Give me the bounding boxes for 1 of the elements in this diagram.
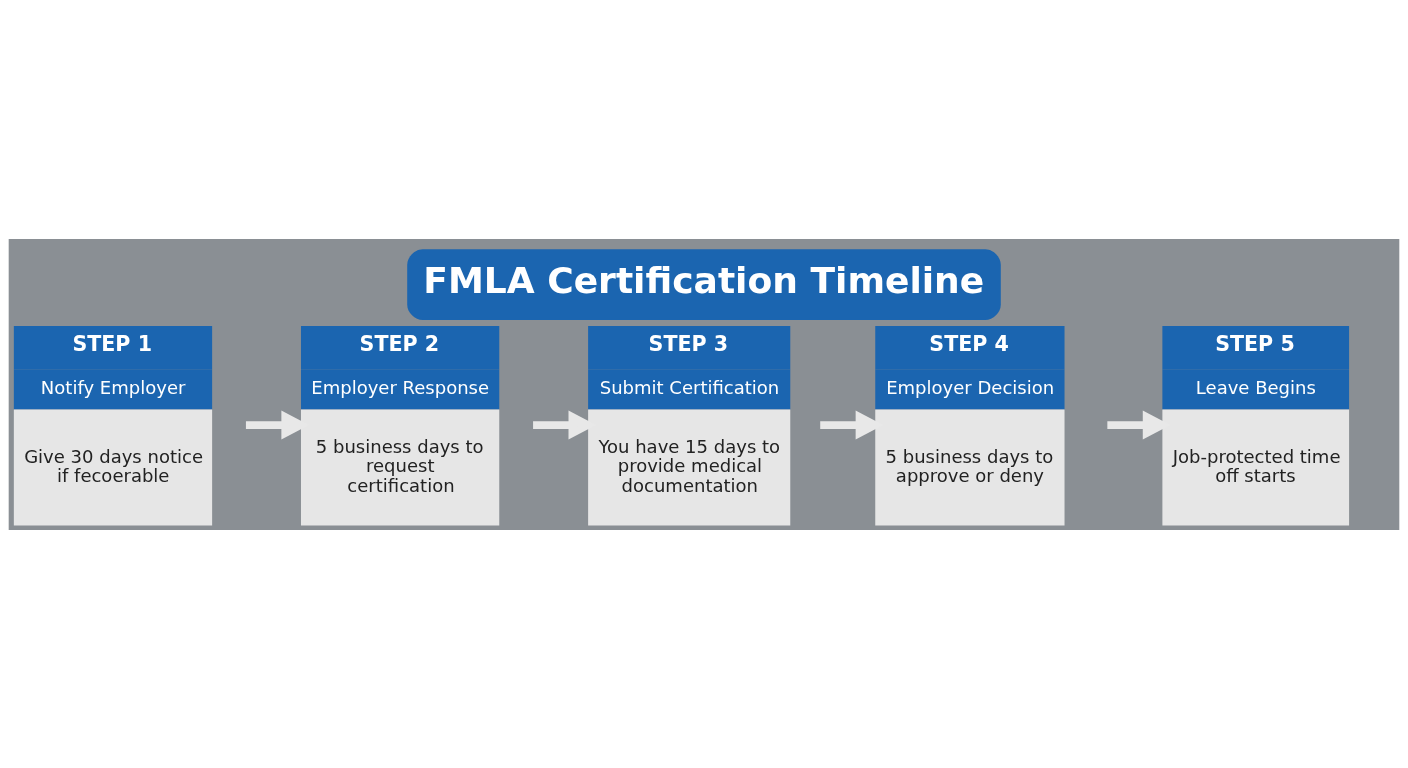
diagram-title: FMLA Certification Timeline bbox=[423, 259, 985, 302]
